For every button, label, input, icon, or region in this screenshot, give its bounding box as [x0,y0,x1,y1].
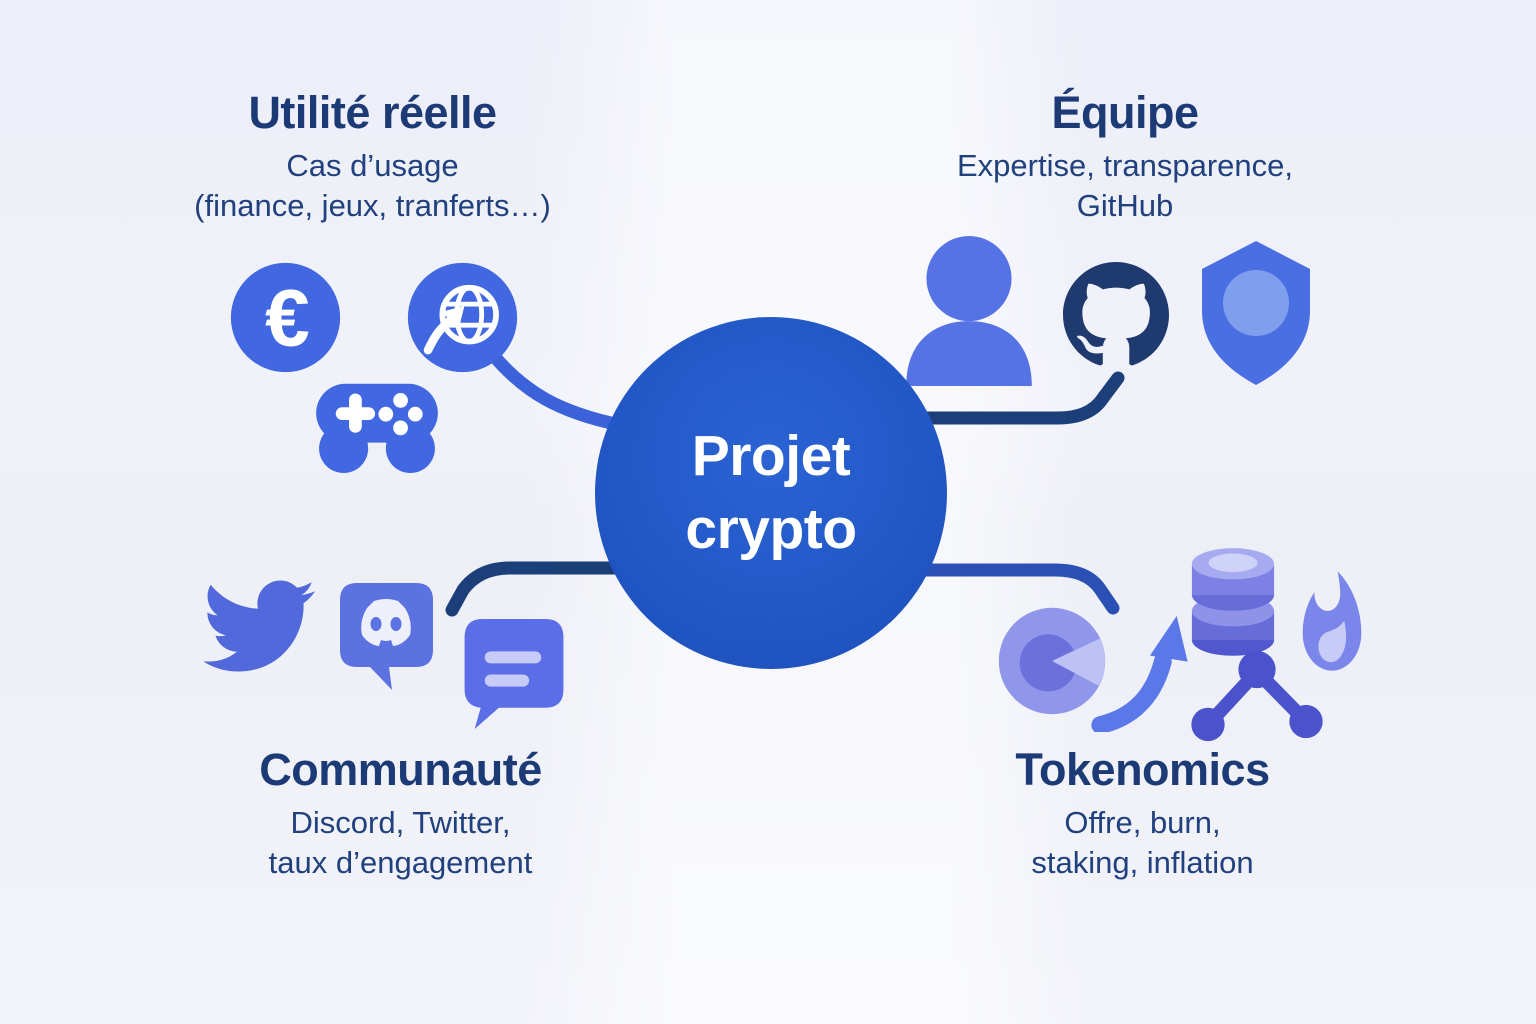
quadrant-subtitle: Discord, Twitter, taux d’engagement [178,803,623,885]
person-icon [906,236,1032,386]
quadrant-equipe: Équipe Expertise, transparence, GitHub [865,88,1385,227]
subtitle-line: Discord, Twitter, [290,804,511,840]
network-nodes-icon [1191,650,1323,742]
subtitle-line: (finance, jeux, tranferts…) [194,188,551,224]
quadrant-tokenomics: Tokenomics Offre, burn, staking, inflati… [920,745,1365,884]
subtitle-line: Expertise, transparence, [956,147,1293,183]
quadrant-title: Utilité réelle [248,87,497,138]
subtitle-line: taux d’engagement [268,845,533,881]
quadrant-subtitle: Cas d’usage (finance, jeux, tranferts…) [150,146,595,228]
connector-top-left [487,349,627,432]
quadrant-title: Équipe [1051,87,1199,138]
github-icon [1063,262,1169,366]
subtitle-line: Offre, burn, [1064,804,1221,840]
connector-bottom-left [445,561,642,617]
connector-bottom-right [898,563,1120,615]
growth-arrow-icon [1091,615,1188,732]
gamepad-icon [316,383,438,474]
quadrant-subtitle: Offre, burn, staking, inflation [920,803,1365,885]
quadrant-communaute: Communauté Discord, Twitter, taux d’enga… [178,745,623,884]
quadrant-title: Communauté [259,744,542,795]
center-node: Projet crypto [595,317,947,669]
flame-icon [1302,571,1362,671]
coin-stack-icon [1191,548,1275,656]
twitter-bird-icon [203,580,315,672]
pie-chart-icon [998,607,1106,715]
center-title-line2: crypto [685,497,857,561]
shield-icon [1202,241,1310,385]
subtitle-line: GitHub [1076,188,1174,224]
euro-coin-icon: € [230,262,341,373]
subtitle-line: staking, inflation [1031,845,1254,881]
chat-bubble-icon [464,619,564,729]
discord-icon [340,583,433,690]
svg-text:€: € [265,273,310,363]
globe-transfer-icon [407,262,518,373]
connector-top-right [898,371,1125,425]
quadrant-title: Tokenomics [1015,744,1270,795]
center-title-line1: Projet [691,424,851,489]
subtitle-line: Cas d’usage [286,147,459,183]
quadrant-utilite-reelle: Utilité réelle Cas d’usage (finance, jeu… [150,88,595,227]
quadrant-subtitle: Expertise, transparence, GitHub [865,146,1385,228]
